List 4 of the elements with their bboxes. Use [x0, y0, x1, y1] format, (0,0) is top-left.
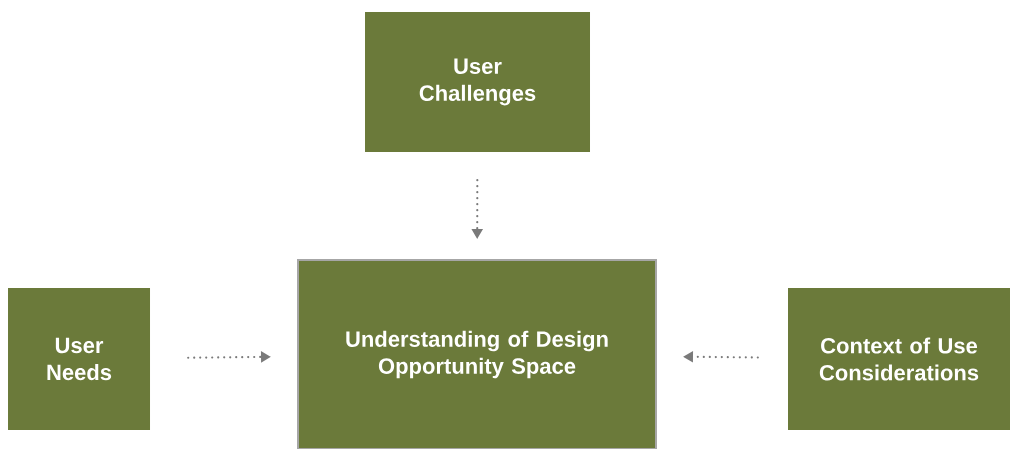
concept-box: User Needs — [8, 288, 150, 430]
concept-box: User Challenges — [365, 12, 590, 152]
concept-box: Context of Use Considerations — [788, 288, 1010, 430]
concept-box: Understanding of Design Opportunity Space — [297, 259, 657, 449]
